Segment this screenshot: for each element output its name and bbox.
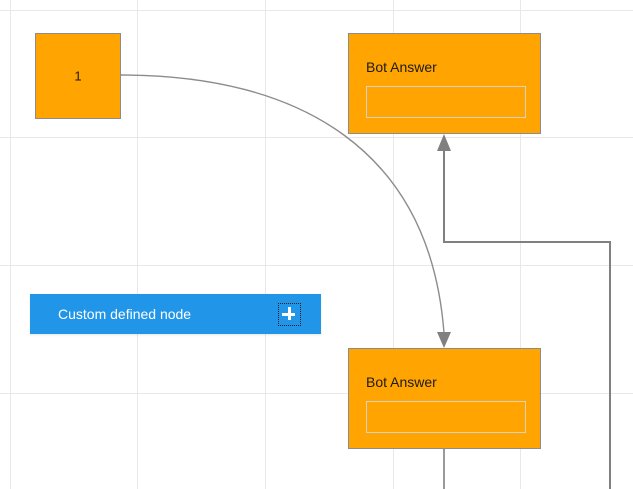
node-answer-slot[interactable] <box>366 86 526 118</box>
node-bot-answer-bottom[interactable]: Bot Answer <box>348 348 541 449</box>
connector-loop-to-top[interactable] <box>443 150 611 489</box>
custom-defined-node-label: Custom defined node <box>58 306 192 322</box>
node-bot-answer-top[interactable]: Bot Answer <box>348 33 541 134</box>
node-title: Bot Answer <box>366 374 437 390</box>
node-title: Bot Answer <box>366 59 437 75</box>
node-start[interactable]: 1 <box>35 33 121 119</box>
node-answer-slot[interactable] <box>366 401 526 433</box>
arrowhead-up-icon <box>437 134 451 151</box>
connector-start-to-bottom[interactable] <box>120 74 445 334</box>
node-start-label: 1 <box>74 68 82 84</box>
plus-icon[interactable] <box>278 302 301 326</box>
arrowhead-down-icon <box>437 332 451 348</box>
custom-defined-node-button[interactable]: Custom defined node <box>30 294 321 334</box>
